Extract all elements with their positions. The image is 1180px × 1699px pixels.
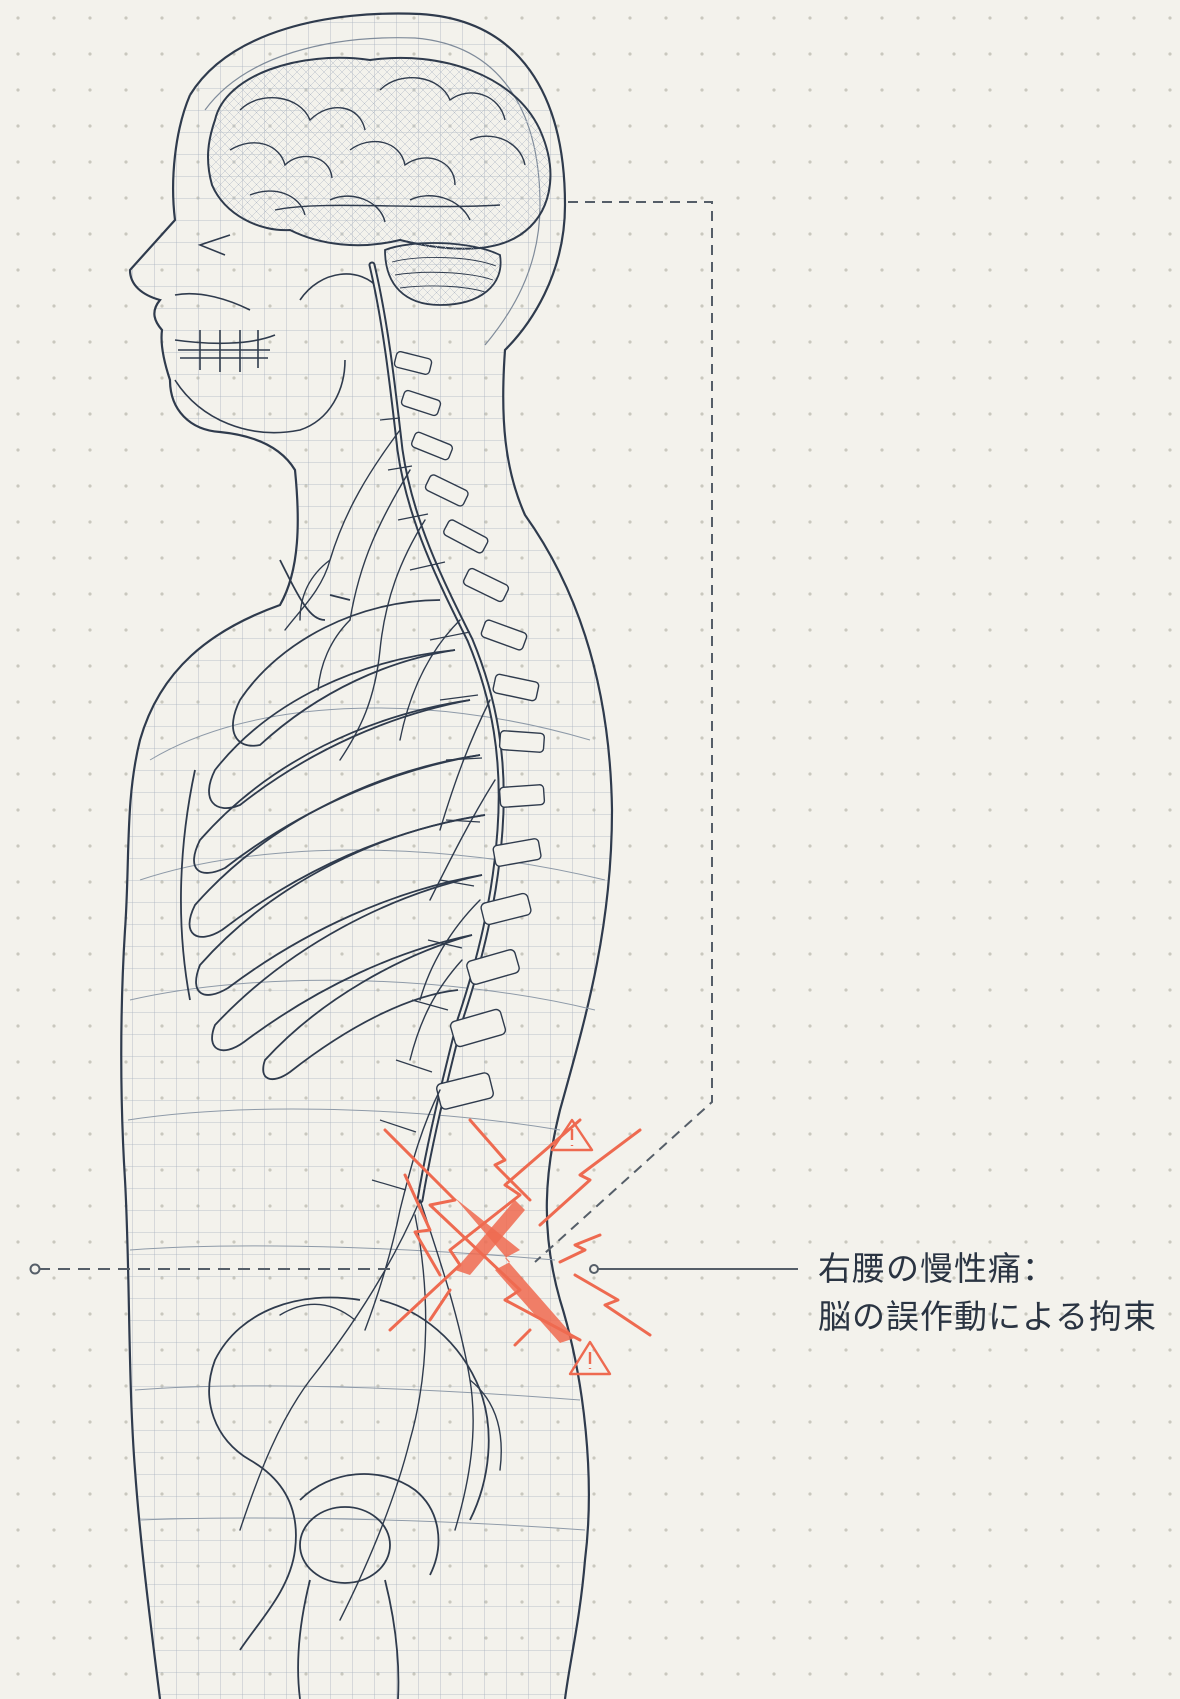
diagnosis-callout: 右腰の慢性痛： 脳の誤作動による拘束 xyxy=(818,1245,1157,1341)
callout-line-2: 脳の誤作動による拘束 xyxy=(818,1293,1157,1341)
callout-line-1: 右腰の慢性痛： xyxy=(818,1245,1157,1293)
